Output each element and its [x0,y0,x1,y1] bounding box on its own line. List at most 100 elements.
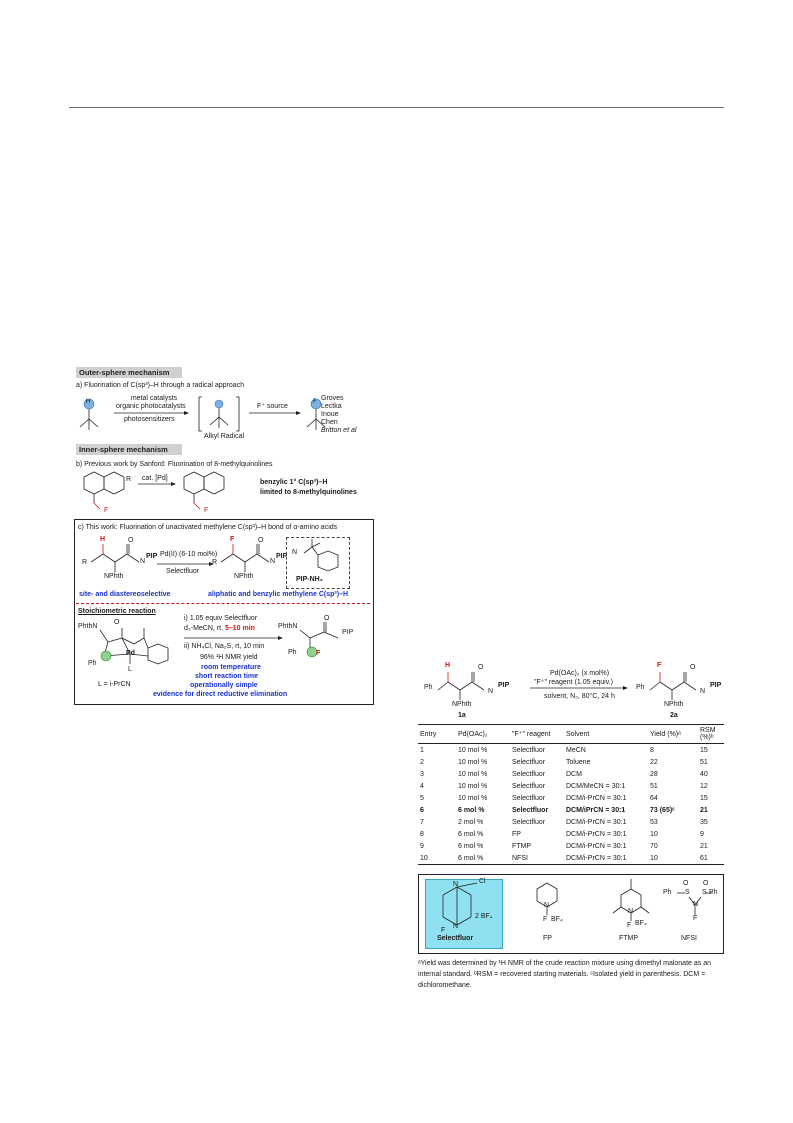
model-reaction [437,672,697,700]
nfsi-o1: O [683,880,689,887]
outer-sphere-header: Outer-sphere mechanism [76,367,182,378]
stoich-phthn: PhthN [78,623,98,630]
table-cell: 6 mol % [456,852,510,865]
stoich-pd-phthn: PhthN [278,623,298,630]
this-work-box [74,519,374,705]
table-cell: 9 [700,830,704,838]
table-cell: 15 [700,794,708,802]
pd-n: N [700,688,706,695]
nfsi-s1: S [685,889,690,896]
rxn-cond-1: Pd(OAc)₂ (x mol%) [550,670,610,677]
table-cell: 6 [420,806,424,814]
sf-counter: 2 BF₄ [475,913,493,920]
table-cell: DCM/i-PrCN = 30:1 [566,794,627,802]
table-cell: DCM/i-PrCN = 30:1 [566,818,627,826]
product-f: F [313,399,317,405]
c-scope: aliphatic and benzylic methylene C(sp³)–… [208,591,349,598]
stoich-pd-f: F [316,650,321,657]
table-cell: 22 [650,758,658,766]
c-sm-h: H [100,536,106,543]
pd-label: 2a [670,712,678,719]
fp-counter: BF₄ [551,916,563,923]
c-sm-n: N [140,558,146,565]
table-cell: DCM/i-PrCN = 30:1 [564,852,648,865]
ftmp-n: N [628,908,634,915]
c-site-selective: site- and diastereoselective [79,591,171,598]
nfsi-s2: S [702,889,707,896]
table-cell: DCM/i-PrCN = 30:1 [566,842,627,850]
c-pd-r: R [212,559,218,566]
pd-nphth: NPhth [664,701,684,708]
pd-pip: PIP [710,682,722,689]
table-cell: 8 [650,746,654,754]
table-cell: 10 [650,830,658,838]
section-b-label: b) Previous work by Sanford: Fluorinatio… [76,461,273,468]
table-cell: 70 [650,842,658,850]
table-cell: 51 [650,782,658,790]
nfsi-ph1: Ph [663,889,672,896]
table-cell: 6 mol % [458,830,484,838]
c-pd-o: O [258,537,264,544]
reagent-drawings [442,879,713,926]
pip-auxiliary-box [286,537,350,589]
feat-short-time: short reaction time [195,673,259,680]
mechanism-scheme: Outer-sphere mechanism a) Fluorination o… [74,365,374,705]
pip-nh2: N [292,549,298,556]
table-cell: NFSI [510,852,564,865]
table-cell: 15 [700,746,708,754]
feat-evidence: evidence for direct reductive eliminatio… [153,691,288,698]
b-f-label: F [104,507,109,514]
col-entry: Entry [418,724,456,744]
table-cell: 5 [420,794,424,802]
results-table: Entry Pd(OAc)₂ "F⁺" reagent Solvent Yiel… [418,724,724,865]
table-cell: 10 mol % [458,746,488,754]
this-work-reaction [90,544,270,572]
cond-photosens: photosensitizers [124,416,175,423]
stoich-l: L [128,666,132,673]
stoich-pd-pip: PIP [342,629,354,636]
table-cell: 64 [650,794,658,802]
pd-f: F [657,662,662,669]
table-cell: 7 [420,818,424,826]
c-pd-n: N [270,558,276,565]
table-cell: Selectfluor [512,770,546,778]
table-cell: 10 [418,852,456,865]
feat-room-temp: room temperature [201,664,261,671]
fp-label: FP [543,935,552,942]
sf-label: Selectfluor [437,935,474,942]
substrate-h: H [86,399,91,405]
pd-o: O [690,664,696,671]
sf-cl: Cl [479,878,486,885]
nfsi-ph2: Ph [709,889,718,896]
cond-metal: metal catalysts [130,395,178,402]
reagent-structures-box: Cl N N F 2 BF₄ Selectfluor N F BF₄ FP N … [418,874,724,954]
table-cell: Toluene [566,758,591,766]
inner-sphere-header: Inner-sphere mechanism [76,444,182,455]
table-cell: 51 [700,758,708,766]
table-cell: DCM/i-PrCN = 30:1 [566,830,627,838]
b-note-2: limited to 8-methylquinolines [260,489,357,496]
table-cell: 10 [648,852,698,865]
sm-pip: PIP [498,682,510,689]
stoich-pd-ph: Ph [288,649,297,656]
stoich-header: Stoichiometric reaction [78,608,156,615]
col-solvent: Solvent [564,724,648,744]
table-cell: 10 mol % [458,782,488,790]
table-cell: 10 mol % [458,794,488,802]
header-rule [69,107,724,108]
nfsi-f: F [693,915,698,922]
table-cell: 2 [420,758,424,766]
sm-nphth: NPhth [452,701,472,708]
stoich-pd: Pd [126,650,135,657]
rxn-cond-3: solvent, N₂, 80°C, 24 h [544,693,615,700]
stoich-arrow [184,636,283,640]
table-cell: Selectfluor [512,794,546,802]
